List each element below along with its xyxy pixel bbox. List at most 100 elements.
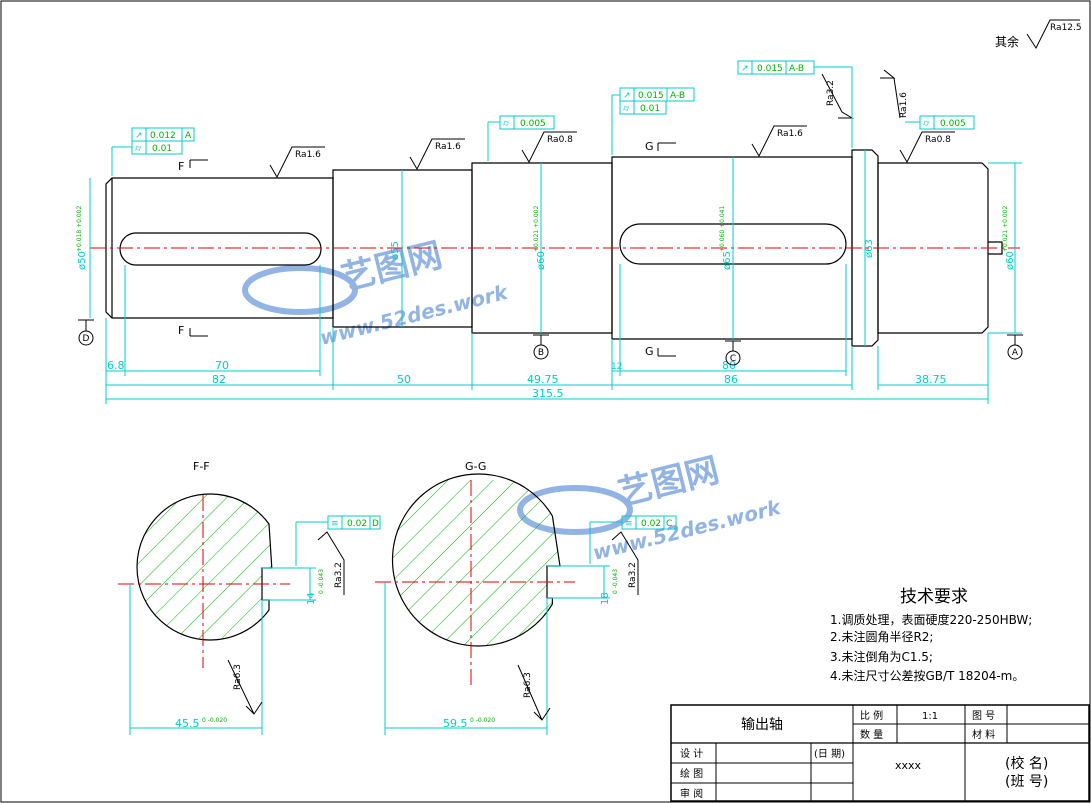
cylindricity-icon: ⌭ (135, 144, 142, 154)
dim-l4975: 49.75 (527, 373, 559, 386)
ff-ra63: Ra6.3 (233, 664, 243, 690)
tech-item: 2.未注圆角半径R2; (830, 629, 933, 644)
diameter-labels: ø50 +0.018 +0.002 ø55 ø60 +0.021 +0.002 … (76, 206, 1016, 270)
tolerance-frames (111, 60, 975, 176)
dim-l70: 70 (215, 359, 229, 372)
dim-l50: 50 (397, 373, 411, 386)
section-ff-dims (129, 515, 381, 735)
ra-seg4: Ra1.6 (777, 129, 803, 139)
ra-seg5: Ra0.8 (925, 135, 951, 145)
section-mark-f-top: F (178, 160, 184, 173)
ff-depth-tol: 0 -0.020 (202, 717, 227, 724)
date-label: (日 期) (814, 748, 845, 760)
section-ff-labels: 14 0 -0.043 45.5 0 -0.020 ≡ 0.02 D Ra3.2… (175, 519, 379, 730)
section-markers (189, 142, 676, 357)
ff-depth: 45.5 (175, 717, 200, 730)
ra-seg3: Ra0.8 (547, 135, 573, 145)
cylindricity-icon: ⌭ (623, 104, 630, 114)
shaft-roughness-symbols (269, 69, 955, 179)
length-labels: 6.8 70 82 50 49.75 12 80 86 38.75 315.5 (107, 359, 947, 400)
runout-icon: ↗ (135, 131, 143, 141)
review-label: 审 阅 (680, 787, 703, 800)
dim-d55: ø55 (390, 241, 401, 260)
general-roughness: 其余 Ra12.5 (995, 19, 1082, 50)
dim-d60-right-tol: +0.021 +0.002 (1002, 206, 1009, 252)
datum-symbols (78, 319, 1023, 366)
ff-sym-ref: D (372, 519, 379, 529)
roughness-symbol-icon (521, 131, 577, 164)
tech-item: 4.未注尺寸公差按GB/T 18204-m。 (830, 668, 1024, 683)
scale-value: 1:1 (922, 711, 938, 722)
section-gg-title: G-G (465, 460, 486, 473)
tol-f2-cyl: 0.005 (520, 119, 546, 129)
section-gg-labels: 18 0 -0.043 59.5 0 -0.020 ≡ 0.02 C Ra3.2… (443, 519, 672, 730)
material-label: 材 料 (972, 728, 995, 741)
gg-ra32: Ra3.2 (628, 562, 638, 588)
roughness-symbol-icon (227, 659, 263, 715)
title-block-text: 输出轴 比 例 1:1 图 号 数 量 材 料 设 计 (日 期) 绘 图 审 … (680, 709, 1048, 800)
tol-f3-cyl: 0.01 (640, 104, 660, 114)
watermark-url: www.52des.work (590, 495, 784, 565)
keyway-right (619, 223, 847, 265)
dim-d65: ø65 (722, 251, 733, 270)
gg-sym-tol: 0.02 (641, 519, 661, 529)
ra-shoulder: Ra3.2 (826, 80, 836, 106)
title-block (670, 704, 1090, 802)
tol-f1-runout: 0.012 (150, 131, 176, 141)
roughness-symbol-icon (269, 146, 325, 179)
ff-ra32: Ra3.2 (334, 562, 344, 588)
datum-d: D (83, 334, 90, 344)
dim-l3875: 38.75 (915, 373, 947, 386)
technical-requirements: 技术要求 1.调质处理，表面硬度220-250HBW; 2.未注圆角半径R2; … (830, 587, 1032, 683)
school-code: xxxx (895, 759, 922, 772)
dim-l68: 6.8 (107, 359, 125, 372)
section-mark-g-top: G (645, 140, 654, 153)
section-gg (375, 473, 575, 685)
tech-title: 技术要求 (900, 587, 968, 607)
cylindricity-icon: ⌭ (503, 119, 510, 129)
tol-f3-runout: 0.015 (638, 91, 664, 101)
tol-f4-ref: A-B (789, 64, 804, 74)
dim-d60: ø60 (536, 251, 547, 270)
dim-l3155: 315.5 (532, 387, 564, 400)
section-mark-f-bottom: F (178, 324, 184, 337)
roughness-symbol-icon (409, 138, 465, 171)
part-name: 输出轴 (741, 717, 783, 733)
tolerance-values: ↗ 0.012 A ⌭ 0.01 ⌭ 0.005 ↗ 0.015 A-B ⌭ 0… (135, 64, 966, 154)
dim-l82: 82 (212, 373, 226, 386)
ra-seg2: Ra1.6 (435, 142, 461, 152)
watermark-brand: 艺图网 (615, 450, 724, 513)
draw-label: 绘 图 (680, 767, 703, 780)
symmetry-icon: ≡ (331, 519, 339, 529)
gg-key-width: 18 (600, 592, 611, 605)
school-name: (校 名) (1005, 755, 1048, 772)
dim-l86: 86 (724, 373, 738, 386)
ff-key-width: 14 (306, 592, 317, 605)
section-gg-outline (391, 473, 561, 647)
datum-labels: D B C A (83, 334, 1019, 364)
dim-d60-right: ø60 (1005, 251, 1016, 270)
tol-f5-cyl: 0.005 (940, 119, 966, 129)
qty-label: 数 量 (860, 728, 883, 741)
symmetry-icon: ≡ (625, 519, 633, 529)
tol-f1-cyl: 0.01 (152, 144, 172, 154)
shaft-roughness-labels: Ra1.6 Ra1.6 Ra0.8 Ra1.6 Ra3.2 Ra1.6 Ra0.… (295, 80, 951, 160)
roughness-symbol-icon (517, 664, 551, 721)
datum-b: B (538, 348, 544, 358)
class-no: (班 号) (1005, 774, 1048, 790)
roughness-symbol-icon (751, 125, 807, 158)
roughness-symbol-icon (899, 131, 955, 164)
datum-c: C (730, 354, 736, 364)
general-roughness-value: Ra12.5 (1050, 23, 1082, 33)
watermark-logo-icon (242, 265, 358, 315)
tol-f4-runout: 0.015 (757, 64, 783, 74)
runout-icon: ↗ (741, 64, 749, 74)
tol-f1-ref: A (185, 131, 192, 141)
dim-d65-tol: +0.060 +0.041 (719, 206, 726, 252)
ff-key-tol: 0 -0.043 (318, 569, 325, 594)
drawing-no-label: 图 号 (972, 710, 995, 722)
diameter-dimension-lines (89, 150, 1022, 346)
ff-sym-tol: 0.02 (347, 519, 367, 529)
ra-collar: Ra1.6 (899, 92, 909, 118)
